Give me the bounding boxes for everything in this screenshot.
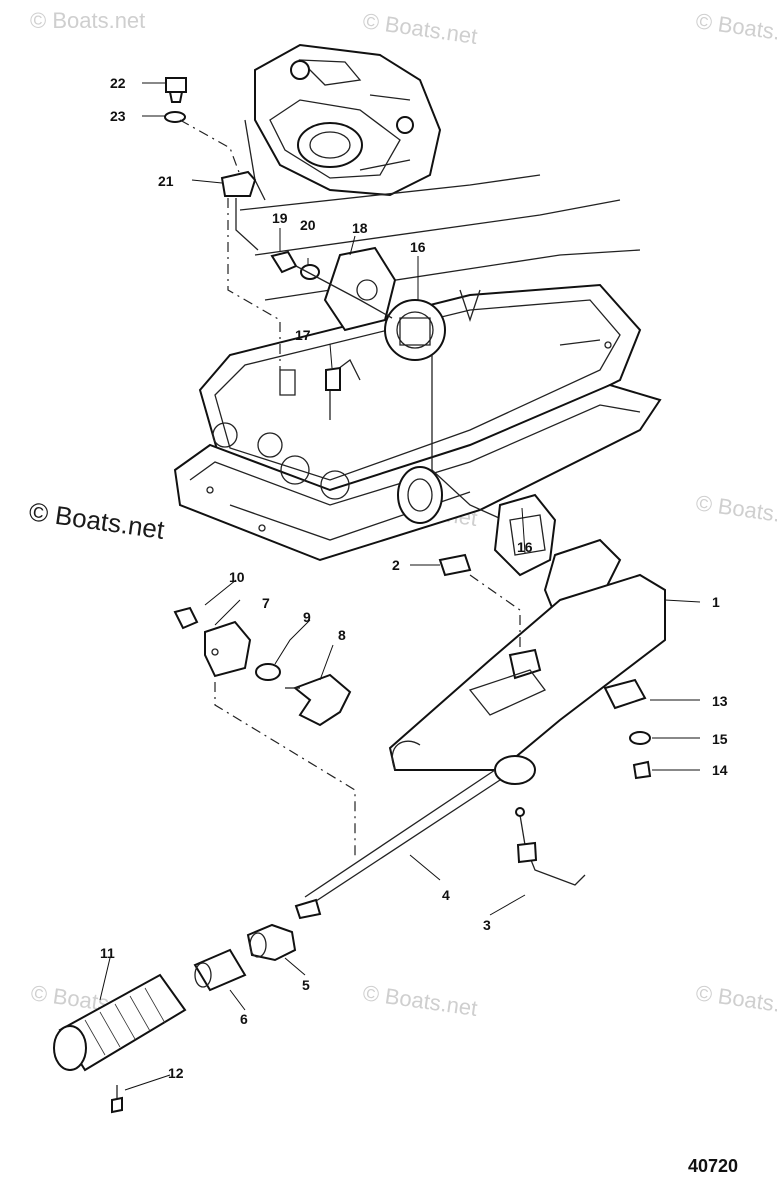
throttle-link-parts [164, 77, 281, 370]
callout-16-top: 16 [410, 239, 426, 255]
callout-12: 12 [168, 1065, 184, 1081]
callout-15: 15 [712, 731, 728, 747]
watermark-bottom-right: © Boats.net [694, 980, 777, 1021]
callout-20: 20 [300, 217, 316, 233]
friction-parts [173, 606, 356, 860]
watermark-top-left: © Boats.net [30, 8, 145, 33]
callout-2: 2 [392, 557, 400, 573]
bottom-cowl-drawing [173, 174, 662, 562]
callout-16-bottom: 16 [517, 539, 533, 555]
callout-10: 10 [229, 569, 245, 585]
figure-number: 40720 [688, 1156, 738, 1176]
callout-17: 17 [295, 327, 311, 343]
callout-4: 4 [442, 887, 450, 903]
watermark-top-right: © Boats.net [694, 8, 777, 49]
callout-9: 9 [303, 609, 311, 625]
callout-14: 14 [712, 762, 728, 778]
callout-8: 8 [338, 627, 346, 643]
watermark-bottom-center: © Boats.net [361, 980, 479, 1021]
watermark-mid-right: © Boats.net [694, 490, 777, 531]
callout-13: 13 [712, 693, 728, 709]
throttle-cable-parts [294, 755, 586, 920]
watermark-left-bold: © Boats.net [27, 496, 167, 545]
callout-22: 22 [110, 75, 126, 91]
callout-5: 5 [302, 977, 310, 993]
callout-23: 23 [110, 108, 126, 124]
throttle-cam-parts [270, 246, 509, 523]
callout-19: 19 [272, 210, 288, 226]
callout-18: 18 [352, 220, 368, 236]
callout-labels: 22 23 21 19 20 18 16 17 16 2 1 10 7 9 8 … [100, 75, 728, 1081]
carburetor-drawing [244, 43, 442, 201]
callout-1: 1 [712, 594, 720, 610]
callout-6: 6 [240, 1011, 248, 1027]
callout-11: 11 [100, 945, 115, 961]
leader-lines [99, 82, 701, 1091]
watermark-top-center: © Boats.net [361, 8, 479, 49]
callout-21: 21 [158, 173, 174, 189]
grip-and-hardware-parts [53, 678, 652, 1114]
callout-7: 7 [262, 595, 270, 611]
tiller-handle-parts [388, 493, 666, 771]
callout-3: 3 [483, 917, 491, 933]
